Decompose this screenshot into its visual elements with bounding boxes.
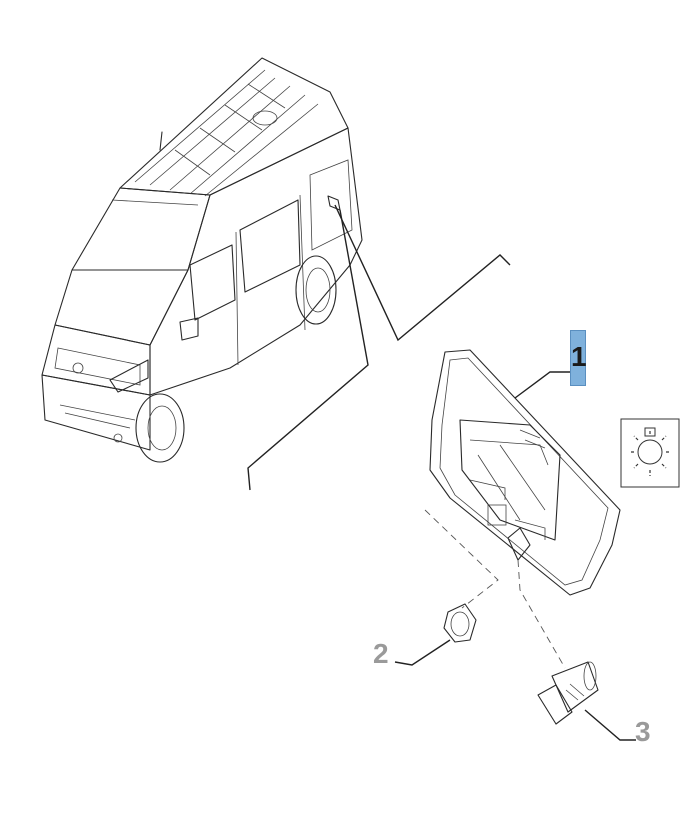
leader-line-1 — [514, 371, 570, 399]
interior-light-icon — [620, 418, 680, 488]
callout-label-1: 1 — [570, 330, 587, 386]
bulb-part — [537, 661, 599, 725]
assembly-dashed-lines — [424, 509, 566, 669]
interior-lamp-assembly — [429, 349, 621, 596]
leader-line-2 — [394, 639, 451, 666]
lens-cap-part — [443, 603, 477, 643]
callout-label-2: 2 — [373, 638, 389, 669]
detail-pointer-lines — [247, 204, 511, 491]
van-illustration — [41, 57, 363, 463]
leader-line-3 — [584, 709, 636, 741]
callout-label-3: 3 — [635, 716, 651, 747]
